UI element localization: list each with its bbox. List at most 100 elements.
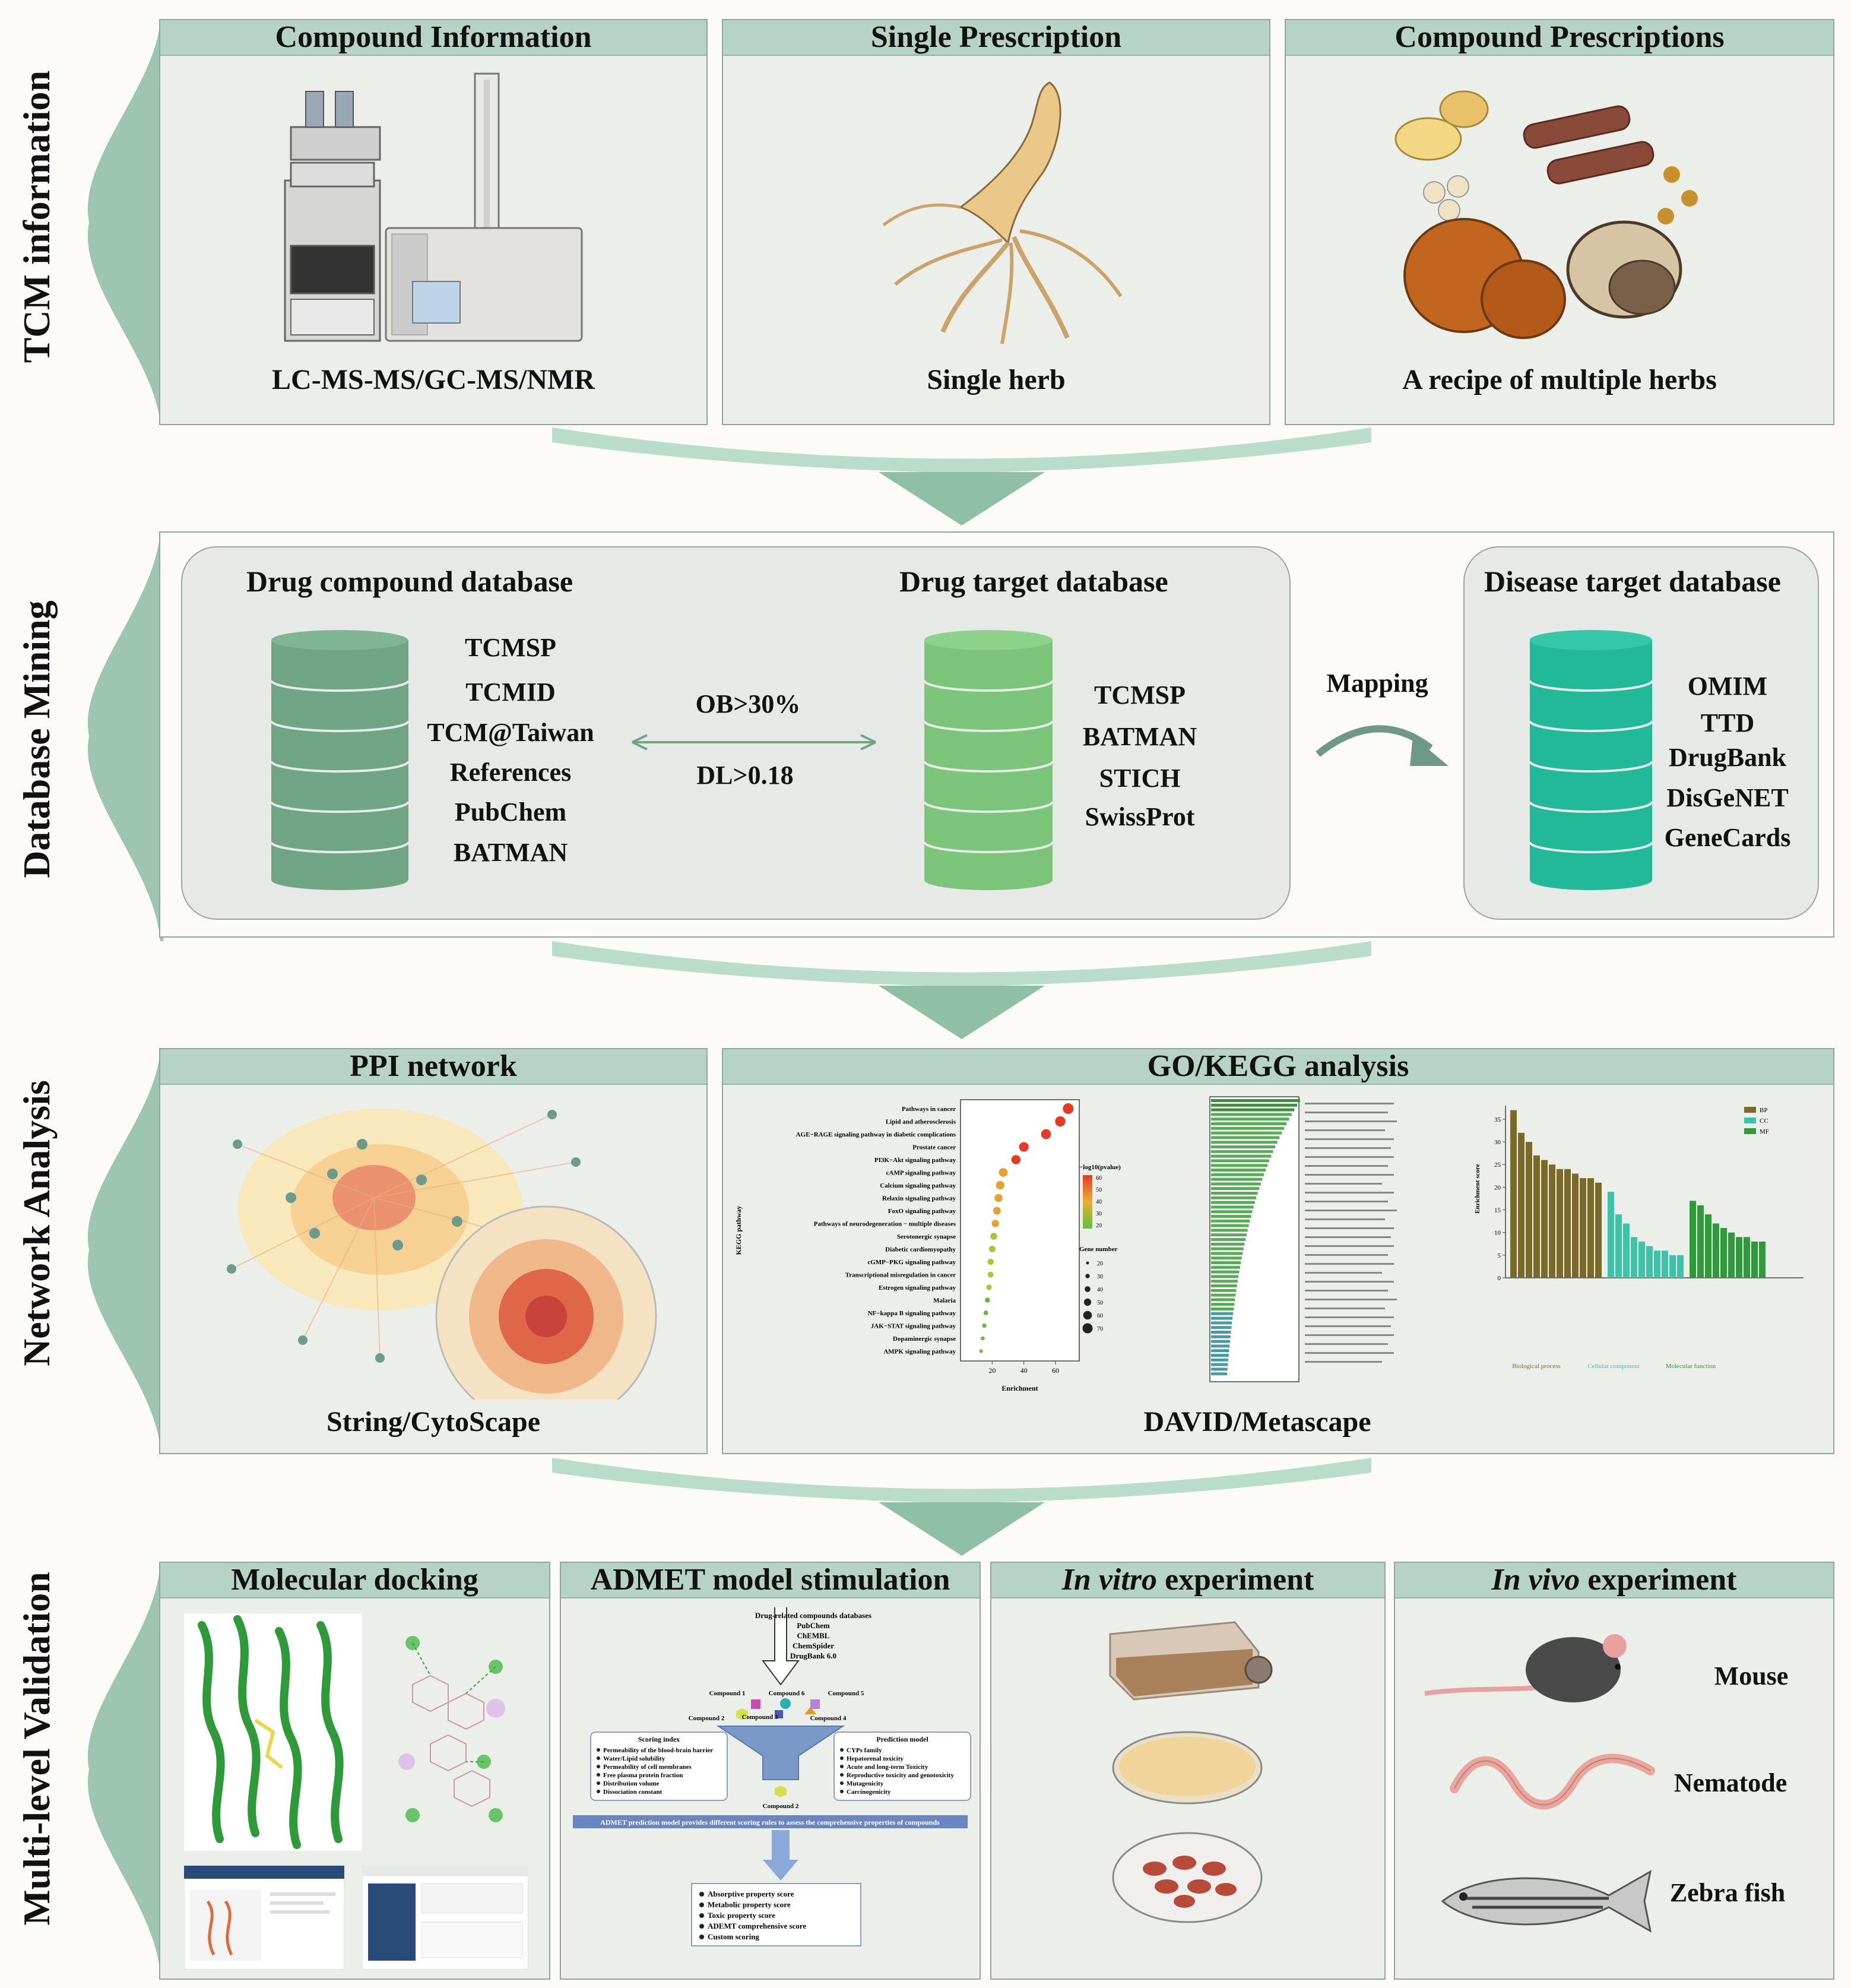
admet-compound-label: Compound 1: [709, 1690, 746, 1697]
admet-score-item: Toxic property score: [708, 1911, 775, 1920]
compound-db-item: References: [449, 758, 572, 787]
criteria-dl: DL>0.18: [696, 761, 794, 790]
panel-title: Compound Prescriptions: [1286, 20, 1833, 56]
legend-gene-tick: 50: [1097, 1300, 1103, 1306]
kegg-bubble: [999, 1168, 1008, 1177]
legend-gene-dot: [1085, 1274, 1090, 1278]
disease-db-item: OMIM: [1687, 672, 1768, 701]
go-bar-mf: [1759, 1241, 1766, 1278]
lcms-instrument-illustration: [284, 72, 583, 342]
stage-label-tcm: TCM information: [15, 70, 58, 363]
target-db-item: SwissProt: [1085, 802, 1195, 831]
go-hbar: [1211, 1131, 1282, 1135]
kegg-pathway-label: NF−kappa B signaling pathway: [868, 1310, 956, 1317]
brace-validation: [87, 1565, 163, 1974]
go-hbar: [1211, 1205, 1254, 1209]
kegg-pathway-label: Diabetic cardiomyopathy: [885, 1246, 956, 1253]
legend-gene-dot: [1082, 1323, 1093, 1334]
flow-arrow-3: [552, 1458, 1371, 1556]
panel-caption: Single herb: [927, 364, 1066, 395]
go-hbar: [1211, 1261, 1241, 1264]
bullet-icon: [597, 1748, 600, 1752]
double-arrow: [632, 734, 876, 751]
compound-db-item: PubChem: [454, 797, 567, 827]
go-hbar: [1211, 1275, 1239, 1278]
go-hbar: [1211, 1210, 1253, 1214]
kegg-bubble: [979, 1349, 983, 1353]
go-hbar: [1211, 1312, 1234, 1315]
go-hbar: [1211, 1303, 1235, 1306]
go-legend-label: MF: [1760, 1128, 1769, 1135]
go-bar-cc: [1677, 1255, 1684, 1278]
admet-prediction-item: CYPs family: [847, 1747, 882, 1754]
go-hbar: [1211, 1122, 1287, 1125]
title-italic: In vitro: [1061, 1563, 1158, 1597]
admet-banner-text: ADMET prediction model provides differen…: [600, 1818, 940, 1826]
go-hbar: [1211, 1108, 1295, 1112]
bullet-icon: [840, 1790, 844, 1793]
kegg-bubble: [983, 1310, 988, 1315]
go-bar-cc: [1654, 1251, 1660, 1278]
panel-in-vivo: In vivo experiment Mouse Nematode Zebra …: [1394, 1562, 1834, 1980]
disease-db-item: GeneCards: [1664, 823, 1791, 852]
pdb-screenshot-thumbnail: [184, 1866, 344, 1970]
target-db-cylinder: [923, 630, 1054, 890]
go-hbar: [1211, 1280, 1238, 1283]
panel-caption: LC-MS-MS/GC-MS/NMR: [272, 364, 595, 395]
bullet-icon: [597, 1756, 600, 1760]
admet-compound-label: Compound 5: [828, 1690, 864, 1697]
panel-title: Single Prescription: [723, 20, 1269, 56]
admet-compound-label: Compound 3: [742, 1714, 778, 1721]
mouse-illustration: [1424, 1634, 1627, 1702]
admet-scoring-item: Water/Lipid solubility: [603, 1755, 665, 1762]
go-hbar: [1211, 1331, 1231, 1334]
brace-tcm: [87, 21, 163, 425]
bullet-icon: [597, 1773, 600, 1777]
go-bar-mf: [1728, 1232, 1735, 1278]
legend-pvalue-tick: 40: [1096, 1199, 1102, 1205]
disease-db-item: DisGeNET: [1666, 783, 1789, 812]
legend-pvalue-title: −log10(pvalue): [1079, 1164, 1121, 1171]
invivo-model-label: Mouse: [1714, 1661, 1789, 1691]
target-db-item: STICH: [1099, 764, 1181, 793]
legend-gene-dot: [1083, 1298, 1092, 1306]
go-hbar: [1211, 1289, 1237, 1292]
panel-molecular-docking: Molecular docking: [159, 1562, 550, 1980]
admet-score-item: ADEMT comprehensive score: [708, 1921, 806, 1930]
admet-prediction-item: Acute and long-term Toxicity: [847, 1764, 928, 1771]
kegg-pathway-label: Serotonergic synapse: [897, 1233, 956, 1240]
kegg-bubble: [1041, 1129, 1051, 1139]
go-hbar: [1211, 1154, 1272, 1158]
admet-scoring-item: Free plasma protein fraction: [603, 1772, 683, 1779]
kegg-bubble: [987, 1258, 994, 1265]
admet-prediction-title: Prediction model: [876, 1735, 928, 1743]
go-bar-bp: [1510, 1110, 1517, 1278]
ligand-interaction-diagram: [398, 1636, 505, 1822]
go-bar-bp: [1518, 1132, 1524, 1278]
mapping-label: Mapping: [1326, 669, 1428, 698]
legend-pvalue-tick: 60: [1096, 1175, 1102, 1182]
admet-compound-label: Compound 6: [769, 1690, 805, 1697]
kegg-bubble: [991, 1220, 999, 1227]
disease-db-item: DrugBank: [1668, 743, 1787, 772]
go-hbar: [1211, 1187, 1260, 1191]
go-legend-label: BP: [1760, 1107, 1767, 1114]
go-hbar: [1211, 1169, 1266, 1172]
go-bar-cc: [1623, 1223, 1630, 1278]
culture-flask-illustration: [1109, 1621, 1273, 1701]
legend-gene-tick: 20: [1097, 1261, 1103, 1267]
legend-pvalue-tick: 20: [1096, 1223, 1102, 1229]
ginseng-root-illustration: [882, 81, 1123, 344]
kegg-pathway-label: Calcium signaling pathway: [880, 1182, 956, 1189]
go-ytick-label: 5: [1498, 1252, 1501, 1259]
admet-score-item: Custom scoring: [708, 1932, 760, 1941]
target-db-title: Drug target database: [899, 565, 1168, 598]
go-hbar: [1211, 1164, 1268, 1167]
go-hbar: [1211, 1136, 1280, 1139]
stage-label-network: Network Analysis: [15, 1080, 58, 1366]
go-legend-swatch: [1744, 1107, 1756, 1113]
panel-admet: ADMET model stimulation Drug-related com…: [560, 1562, 981, 1980]
go-hbar: [1211, 1308, 1234, 1310]
zebrafish-illustration: [1441, 1870, 1652, 1933]
